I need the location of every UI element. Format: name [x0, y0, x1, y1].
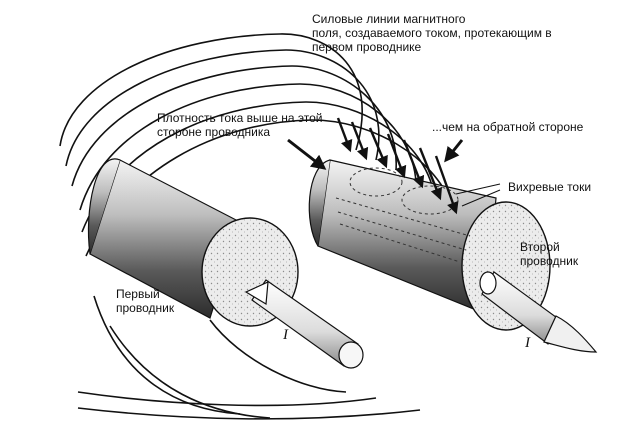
eddy-currents-label: Вихревые токи	[508, 180, 592, 194]
density-high-label: Плотность тока выше на этой стороне пров…	[157, 111, 323, 139]
current-symbol-first: I	[283, 327, 288, 343]
density-low-label: ...чем на обратной стороне	[432, 120, 584, 134]
eddy-leader-lines	[455, 183, 501, 207]
field-lines-label: Силовые линии магнитного поля, создаваем…	[312, 12, 552, 54]
first-conductor-rod	[244, 279, 364, 369]
second-conductor-label: Второй проводник	[520, 240, 579, 268]
first-conductor-label: Первый проводник	[116, 287, 175, 315]
first-conductor	[87, 158, 299, 327]
second-conductor-rod	[479, 271, 598, 353]
pointer-arrows	[287, 138, 464, 170]
field-arrows	[336, 117, 459, 215]
current-symbol-second: I	[525, 335, 530, 351]
eddy-current-loops	[335, 167, 471, 263]
